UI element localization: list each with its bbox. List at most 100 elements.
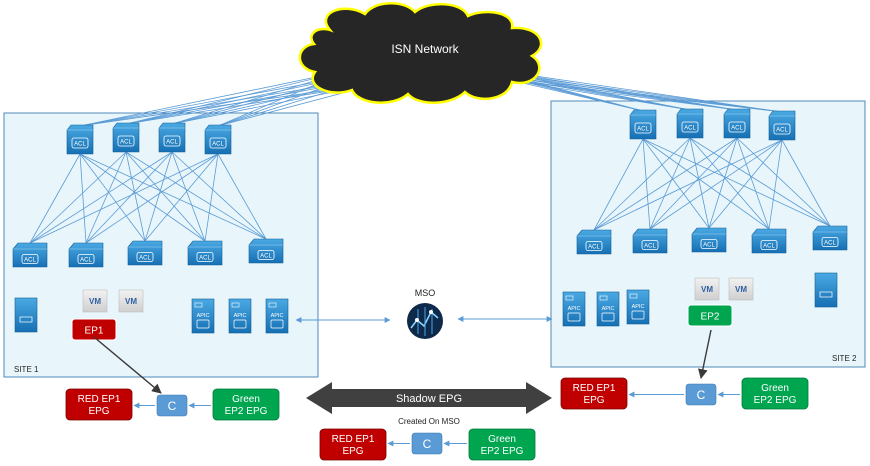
site1-apic-1[interactable]: APIC xyxy=(191,298,215,334)
site1-apic-3[interactable]: APIC xyxy=(265,298,289,334)
fabric-link-site1 xyxy=(79,153,87,244)
acl-badge-text: ACL xyxy=(684,126,696,132)
ep2-to-contract-arrow xyxy=(698,329,712,379)
ep1-label: EP1 xyxy=(85,326,104,337)
apic-badge xyxy=(601,312,615,322)
fabric-link-site1 xyxy=(85,151,173,244)
site2-vm-1[interactable]: VM xyxy=(694,277,720,301)
vm-icon xyxy=(694,277,720,301)
green-epg-line2: EP2 EPG xyxy=(481,446,524,457)
site1-spine-3[interactable]: ACL xyxy=(158,122,186,153)
spine-switch-icon xyxy=(112,122,140,153)
site1-apic-2[interactable]: APIC xyxy=(228,298,252,334)
acl-badge-text: ACL xyxy=(776,128,788,134)
red-epg-box xyxy=(65,388,133,421)
site1-vm-2[interactable]: VM xyxy=(118,289,144,313)
apic-slot xyxy=(565,295,574,301)
acl-badge xyxy=(136,252,154,262)
vm-label: VM xyxy=(735,285,747,294)
site1-leaf-1[interactable]: ACL xyxy=(12,242,48,268)
site2-leaf-4[interactable]: ACL xyxy=(751,228,787,254)
red-epg-box xyxy=(560,377,628,410)
fabric-link-site1 xyxy=(125,151,146,242)
shadow-epg-sub: Created On MSO xyxy=(398,417,460,426)
site1-leaf-4[interactable]: ACL xyxy=(187,240,223,266)
spine-switch-icon xyxy=(723,108,751,139)
fabric-link-site2 xyxy=(708,139,783,229)
shadow-epg-arrow: Shadow EPG xyxy=(306,382,552,414)
green-epg-box xyxy=(741,377,809,410)
mso-epg-group-contract[interactable]: C xyxy=(411,432,443,455)
site2-spine-3[interactable]: ACL xyxy=(723,108,751,139)
site2-leaf-3[interactable]: ACL xyxy=(691,227,727,253)
site2-leaf-5[interactable]: ACL xyxy=(812,225,848,251)
site2-leaf-1[interactable]: ACL xyxy=(576,229,612,255)
site1-spine-1[interactable]: ACL xyxy=(66,124,94,155)
fabric-link-site2 xyxy=(649,137,738,230)
vm-icon xyxy=(118,289,144,313)
isn-uplink-site2 xyxy=(499,75,783,113)
acl-badge-text: ACL xyxy=(644,244,656,250)
site2-spine-1[interactable]: ACL xyxy=(629,109,657,140)
site2-leaf-2[interactable]: ACL xyxy=(632,228,668,254)
acl-badge xyxy=(21,254,39,264)
site1-vm-1[interactable]: VM xyxy=(82,289,108,313)
site1-server[interactable] xyxy=(14,297,38,333)
site2-vm-2[interactable]: VM xyxy=(728,277,754,301)
red-epg-line1: RED EP1 xyxy=(332,434,375,445)
mso-graph-icon xyxy=(410,310,439,329)
isn-uplink-site2 xyxy=(509,79,738,111)
fabric-link-site2 xyxy=(689,137,710,229)
fabric-link-site2 xyxy=(649,137,691,230)
site1-spine-4[interactable]: ACL xyxy=(204,124,232,155)
ep1[interactable]: EP1 xyxy=(71,318,117,341)
site1-spine-2[interactable]: ACL xyxy=(112,122,140,153)
site1-leaf-3[interactable]: ACL xyxy=(127,240,163,266)
fabric-link-site1 xyxy=(79,153,267,240)
apic-slot xyxy=(629,293,638,299)
acl-badge-text: ACL xyxy=(166,140,178,146)
site1-epg-group-contract[interactable]: C xyxy=(156,394,188,417)
site2-apic-1[interactable]: APIC xyxy=(562,291,586,327)
ep2-label: EP2 xyxy=(701,312,720,323)
acl-badge-text: ACL xyxy=(763,244,775,250)
site1-leaf-5[interactable]: ACL xyxy=(248,238,284,264)
site1-label: SITE 1 xyxy=(14,365,39,374)
site2-apic-3[interactable]: APIC xyxy=(626,289,650,325)
site2-apic-2[interactable]: APIC xyxy=(596,291,620,327)
red-epg-line2: EPG xyxy=(583,395,604,406)
apic-label: APIC xyxy=(234,313,247,319)
acl-badge xyxy=(773,123,791,135)
site2-server[interactable] xyxy=(814,272,838,308)
fabric-link-site1 xyxy=(85,153,219,244)
fabric-link-site1 xyxy=(171,151,206,242)
acl-badge xyxy=(700,239,718,249)
mso-node[interactable]: MSO xyxy=(407,288,443,339)
shadow-epg-label: Shadow EPG xyxy=(396,393,462,405)
green-epg-box xyxy=(212,388,280,421)
site2-spine-4[interactable]: ACL xyxy=(768,110,796,141)
site2-spine-2[interactable]: ACL xyxy=(676,108,704,139)
site1-leaf-2[interactable]: ACL xyxy=(68,242,104,268)
ep2-box xyxy=(687,304,733,327)
contract-label: C xyxy=(423,437,432,451)
fabric-link-site2 xyxy=(768,139,783,230)
site2-epg-group-contract[interactable]: C xyxy=(685,383,717,406)
acl-badge-text: ACL xyxy=(212,142,224,148)
acl-badge-text: ACL xyxy=(120,140,132,146)
contract-label: C xyxy=(697,388,706,402)
ep2[interactable]: EP2 xyxy=(687,304,733,327)
apic-icon xyxy=(626,289,650,325)
isn-uplink-site1 xyxy=(79,69,351,127)
fabric-link-site1 xyxy=(85,151,127,244)
fabric-link-site2 xyxy=(649,139,783,230)
spine-switch-icon xyxy=(676,108,704,139)
apic-badge xyxy=(233,319,247,329)
